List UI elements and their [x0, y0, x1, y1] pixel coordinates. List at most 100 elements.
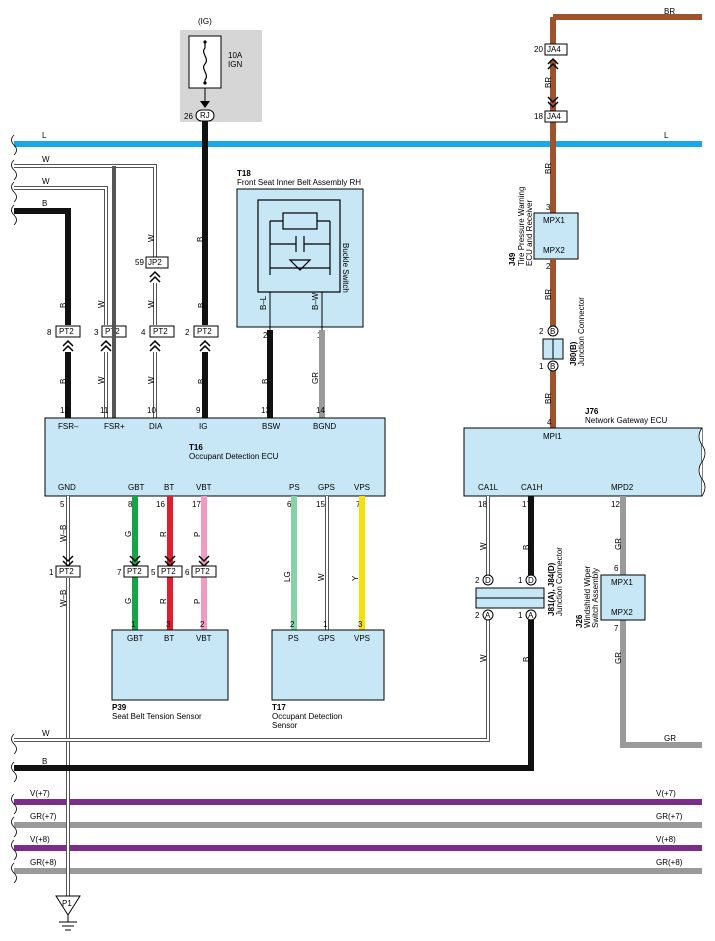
- p39-pin-label-3: VBT: [196, 634, 212, 643]
- p39-sensor-box: [111, 629, 229, 701]
- t17-sensor-box: [271, 629, 385, 701]
- jp2-pin: 59: [135, 258, 144, 267]
- ca1l-wire-outline: [14, 496, 490, 742]
- j76-bottom-num-1: 18: [478, 500, 487, 509]
- j84-conn-right: [525, 574, 537, 586]
- t16-bottom-pin-num-4: 17: [192, 500, 201, 509]
- pt2-top-label-4: PT2: [197, 327, 212, 336]
- j81-conn-left: [482, 609, 494, 621]
- pt2-top-label-3: PT2: [153, 327, 168, 336]
- j76-bottom-num-2: 17: [522, 500, 531, 509]
- mpd2-wire-color-lower: GR: [614, 652, 623, 664]
- ja4-pin-bottom: 18: [534, 112, 543, 121]
- j81-pin-left: 2: [475, 611, 480, 620]
- t16-name: Occupant Detection ECU: [189, 452, 279, 461]
- ca1h-wire-color-lower: B: [522, 657, 531, 662]
- t18-wire-bw: B–W: [311, 292, 320, 310]
- ca1h-wire-color: B: [522, 545, 531, 550]
- pt2-bottom-label-3: PT2: [161, 567, 176, 576]
- b-wire-left-label: B: [42, 199, 47, 208]
- j80-id: J80(B): [569, 341, 578, 366]
- ca1h-b-wire: [14, 496, 534, 771]
- bus-gr7-wire: [14, 822, 702, 828]
- j26-name-1: Windshield Wiper: [583, 565, 592, 628]
- t16-top-pin-num-6: 14: [316, 406, 325, 415]
- bus-b-label: B: [42, 757, 47, 766]
- t16-top-pin-label-3: DIA: [149, 422, 163, 431]
- br-wire-color-3: BR: [544, 289, 553, 300]
- j84-conn-left: [482, 574, 494, 586]
- t18-leads: [269, 292, 323, 330]
- fsr-plus-wire-color-top: W: [97, 300, 106, 308]
- pt2-bottom-pin-2: 7: [117, 568, 122, 577]
- br-wire-top: [550, 14, 702, 213]
- j49-name-2: ECU and Receiver: [525, 199, 534, 266]
- pt2-bottom-connector-2: [123, 565, 149, 578]
- j49-pin1: MPX1: [543, 216, 565, 225]
- j49-pin2: MPX2: [543, 246, 565, 255]
- t18-wire-bl: B–L: [259, 295, 268, 310]
- br-top-label: BR: [664, 7, 675, 16]
- t17-name: Occupant Detection: [272, 712, 342, 721]
- jp2-connector: [145, 256, 169, 269]
- t16-top-pin-num-5: 13: [261, 406, 270, 415]
- ca1l-wire-color: W: [479, 542, 488, 550]
- p39-pin-num-2: 3: [166, 620, 171, 629]
- t16-bottom-pin-label-3: BT: [164, 483, 174, 492]
- bus-w-label: W: [42, 729, 50, 738]
- br-wire-color-1: BR: [544, 77, 553, 88]
- j49-id: J49: [508, 252, 517, 266]
- ja4-connector-bottom: [544, 110, 568, 123]
- t16-top-pin-num-1: 12: [60, 406, 69, 415]
- gnd-wire-color: W–B: [59, 525, 68, 542]
- j76-bottom-label-2: CA1H: [521, 483, 543, 492]
- pt2-bottom-pin-1: 1: [49, 568, 54, 577]
- ja4-pin-top: 20: [534, 45, 543, 54]
- t17-pin-num-2: 1: [323, 620, 328, 629]
- bus-break-marks: [11, 733, 17, 783]
- pt2-bottom-connector-1: [55, 565, 81, 578]
- bsw-wire-color: B: [261, 379, 270, 384]
- pt2-bottom-pin-4: 6: [185, 568, 190, 577]
- j80-pin-top: 2: [539, 327, 544, 336]
- j26-pin1: MPX1: [611, 578, 633, 587]
- p39-pin-num-3: 2: [200, 620, 205, 629]
- ground-icon: [59, 915, 77, 931]
- ig-wire-color: B: [197, 379, 206, 384]
- pt2-top-connector-1: [55, 325, 81, 338]
- p39-pin-label-1: GBT: [127, 634, 144, 643]
- j76-bottom-label-3: MPD2: [611, 483, 634, 492]
- gbt-wire-color-lower: G: [124, 598, 133, 604]
- fuse-rating: 10A: [228, 51, 243, 60]
- j81-conn-left-label: A: [485, 611, 491, 620]
- t18-pin-a: 2: [263, 331, 268, 340]
- ca1l-wire-color-lower: W: [479, 654, 488, 662]
- ja4-arrows-icon: [547, 57, 559, 109]
- bus-l-label-left: L: [42, 131, 47, 140]
- b-wire-left: [14, 208, 71, 325]
- t16-bottom-pin-label-5: PS: [289, 483, 300, 492]
- pt2-top-connector-3: [149, 325, 175, 338]
- t18-name: Front Seat Inner Belt Assembly RH: [237, 178, 361, 187]
- t17-pin-label-2: GPS: [318, 634, 335, 643]
- bus-v8-wire: [14, 845, 702, 851]
- bgnd-wire-color: GR: [311, 372, 320, 384]
- j80-conn-bottom: [547, 360, 559, 372]
- j76-bottom-label-1: CA1L: [478, 483, 499, 492]
- pt2-top-row: 8 PT2 3 PT2 4 PT2 2 PT2: [47, 325, 219, 352]
- pt2-top-pin-4: 2: [185, 328, 190, 337]
- t17-pin-num-3: 3: [358, 620, 363, 629]
- j26-switch-box: [600, 574, 646, 621]
- w-wire-1-label: W: [42, 155, 50, 164]
- capacitor-zener-icon: [269, 220, 331, 275]
- fuse-terminal-top: [203, 40, 207, 44]
- j26-pin2: MPX2: [611, 608, 633, 617]
- bus-gr8-label-right: GR(+8): [656, 858, 683, 867]
- j81-id: J81(A), J84(D): [547, 562, 556, 616]
- j84-conn-right-label: D: [528, 576, 534, 585]
- t16-top-pin-label-2: FSR+: [104, 422, 125, 431]
- t16-bottom-pin-num-2: 8: [128, 500, 133, 509]
- j49-ecu-box: [533, 212, 579, 260]
- pt2-top-arrows-icon: [62, 339, 211, 352]
